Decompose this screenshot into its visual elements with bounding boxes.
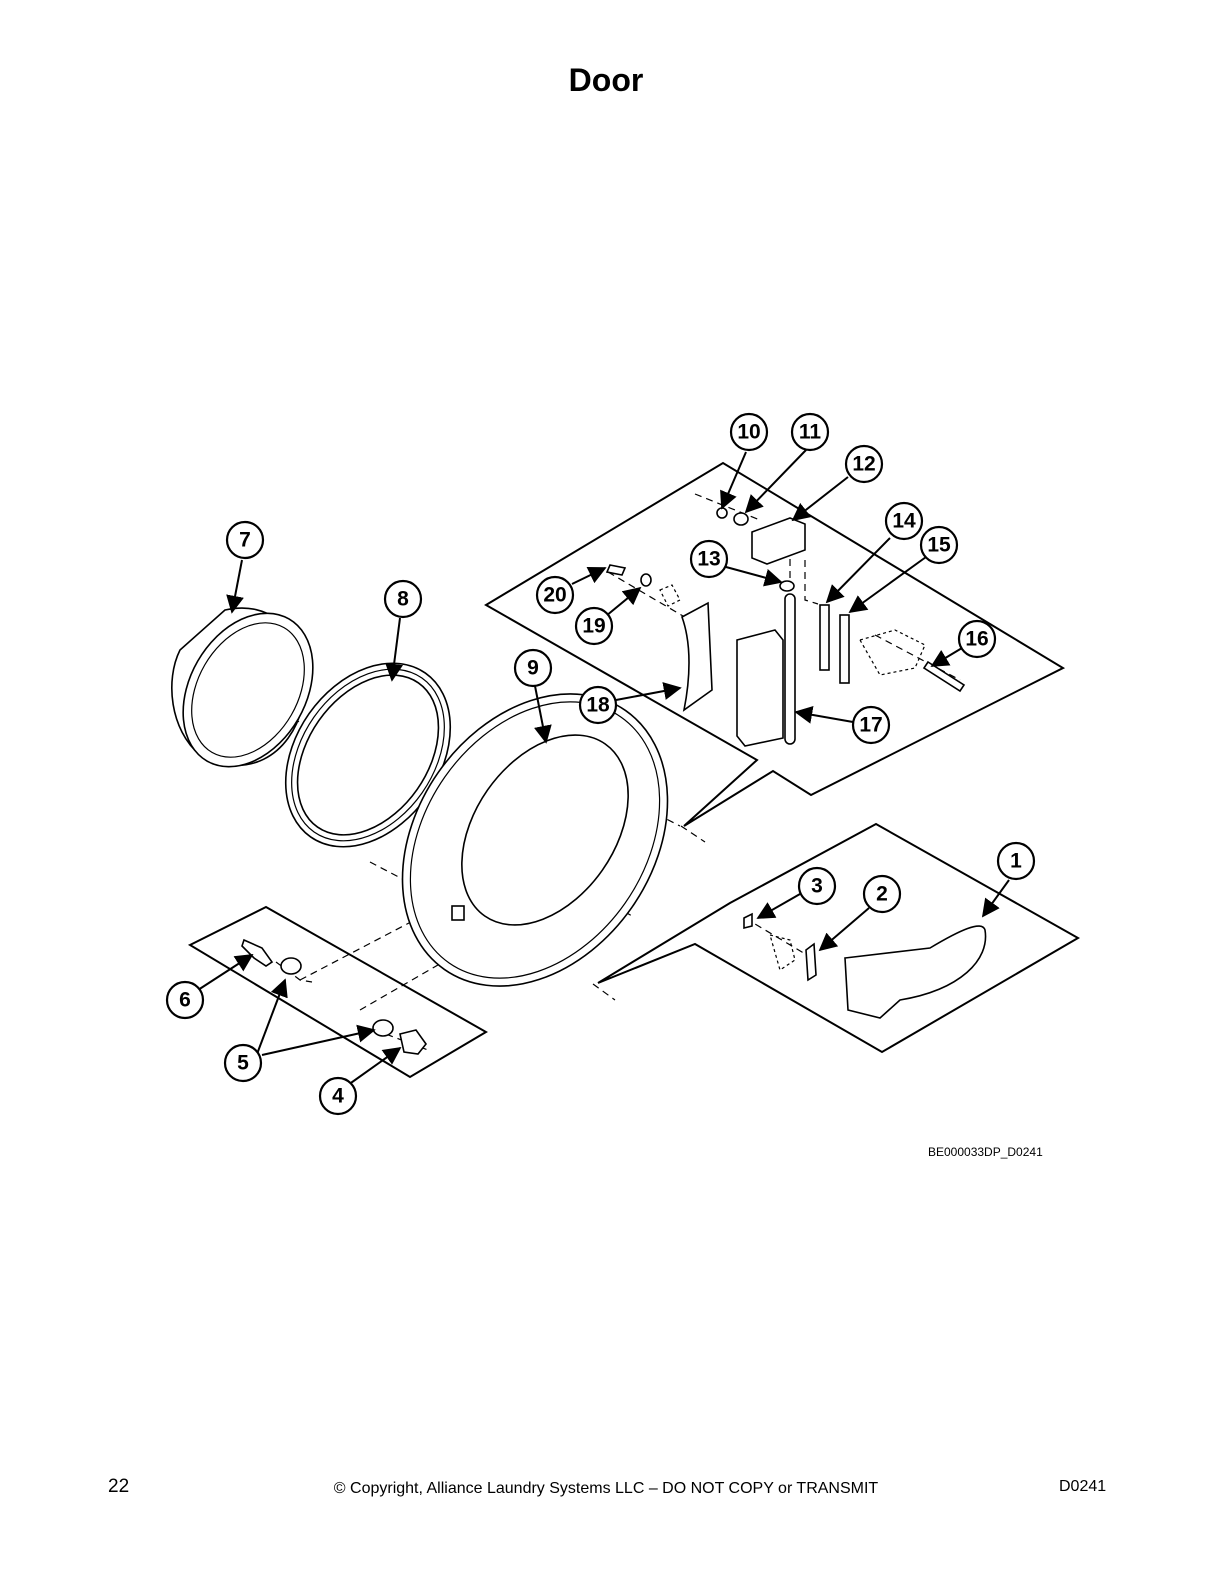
svg-text:20: 20 [543,584,566,607]
callout-5: 5 [223,1043,263,1083]
callout-20: 20 [535,575,575,615]
callout-1: 1 [996,841,1036,881]
callout-8: 8 [383,579,423,619]
document-code: D0241 [1059,1478,1107,1495]
callout-12: 12 [844,444,884,484]
diagram-reference-code: BE000033DP_D0241 [928,1145,1043,1159]
page-number: 22 [108,1476,130,1497]
svg-text:16: 16 [965,628,988,651]
door-glass [171,607,314,768]
callout-4: 4 [318,1076,358,1116]
svg-text:2: 2 [876,883,888,906]
callout-6: 6 [165,980,205,1020]
svg-text:9: 9 [527,657,539,680]
copyright-notice: © Copyright, Alliance Laundry Systems LL… [333,1480,879,1497]
callout-19: 19 [574,606,614,646]
svg-text:3: 3 [811,875,823,898]
handle-parts [743,912,987,1019]
page-title: Door [568,62,644,98]
svg-text:19: 19 [582,615,605,638]
svg-text:10: 10 [737,421,760,444]
callout-11: 11 [790,412,830,452]
callout-2: 2 [862,874,902,914]
callout-13: 13 [689,539,729,579]
svg-text:14: 14 [892,510,916,533]
svg-text:5: 5 [237,1052,249,1075]
svg-text:17: 17 [859,714,882,737]
svg-text:13: 13 [697,548,720,571]
svg-text:18: 18 [586,694,610,717]
door-gasket [284,662,452,848]
callout-9: 9 [513,648,553,688]
svg-text:4: 4 [332,1085,344,1108]
svg-text:7: 7 [239,529,251,552]
callout-14: 14 [884,501,924,541]
svg-text:1: 1 [1010,850,1022,873]
door-ring [401,693,669,987]
svg-text:12: 12 [852,453,875,476]
leader-lines [197,449,1010,1086]
svg-text:8: 8 [397,588,409,611]
callout-3: 3 [797,866,837,906]
callout-18: 18 [578,685,618,725]
callout-10: 10 [729,412,769,452]
hinge-parts [605,507,966,747]
callout-16: 16 [957,619,997,659]
hardware-parts [241,938,428,1055]
callout-15: 15 [919,525,959,565]
svg-text:11: 11 [799,421,822,444]
callout-17: 17 [851,705,891,745]
svg-text:6: 6 [179,989,191,1012]
svg-text:15: 15 [927,534,951,557]
callout-7: 7 [225,520,265,560]
